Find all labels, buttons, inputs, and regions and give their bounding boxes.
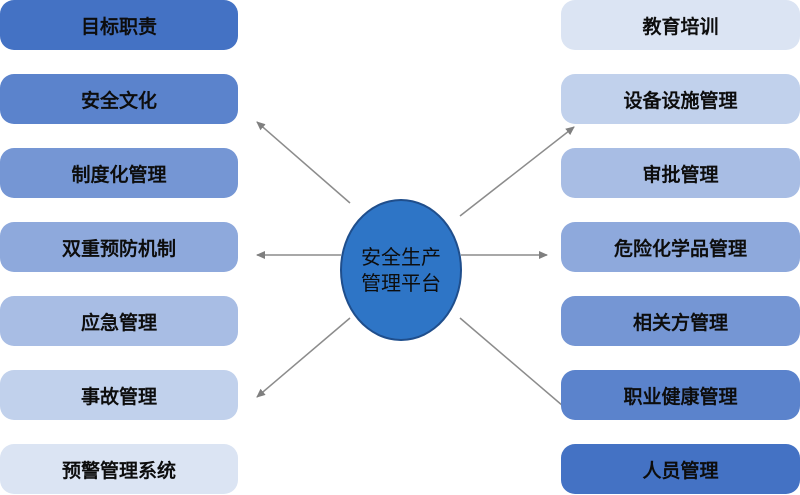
node-label: 目标职责	[80, 15, 157, 38]
node-label: 安全文化	[80, 89, 157, 112]
node-equipment-management: 设备设施管理	[561, 74, 800, 124]
node-occupational-health: 职业健康管理	[561, 370, 800, 420]
node-warning-system: 预警管理系统	[0, 444, 238, 494]
node-label: 相关方管理	[632, 311, 728, 334]
node-label: 人员管理	[642, 459, 719, 482]
node-label: 危险化学品管理	[613, 237, 747, 260]
node-label: 事故管理	[80, 385, 157, 408]
hub-circle: 安全生产管理平台	[340, 199, 462, 341]
node-label: 审批管理	[642, 163, 719, 186]
node-label: 教育培训	[642, 15, 719, 38]
node-dual-prevention: 双重预防机制	[0, 222, 238, 272]
connector-to-occupational-health	[459, 317, 564, 407]
arrow-to-equipment-management	[459, 126, 575, 217]
node-approval-management: 审批管理	[561, 148, 800, 198]
hub-label: 安全生产管理平台	[361, 245, 441, 295]
arrow-to-accident-management	[256, 317, 351, 398]
node-label: 双重预防机制	[61, 237, 176, 260]
node-label: 职业健康管理	[623, 385, 738, 408]
node-accident-management: 事故管理	[0, 370, 238, 420]
node-target-responsibility: 目标职责	[0, 0, 238, 50]
node-label: 设备设施管理	[623, 89, 738, 112]
node-education-training: 教育培训	[561, 0, 800, 50]
node-personnel-management: 人员管理	[561, 444, 800, 494]
node-related-parties: 相关方管理	[561, 296, 800, 346]
node-hazardous-chemicals: 危险化学品管理	[561, 222, 800, 272]
node-label: 制度化管理	[71, 163, 167, 186]
node-emergency-management: 应急管理	[0, 296, 238, 346]
node-label: 应急管理	[80, 311, 157, 334]
node-safety-culture: 安全文化	[0, 74, 238, 124]
node-label: 预警管理系统	[61, 459, 176, 482]
arrow-to-safety-culture	[256, 121, 351, 204]
node-institutional-management: 制度化管理	[0, 148, 238, 198]
